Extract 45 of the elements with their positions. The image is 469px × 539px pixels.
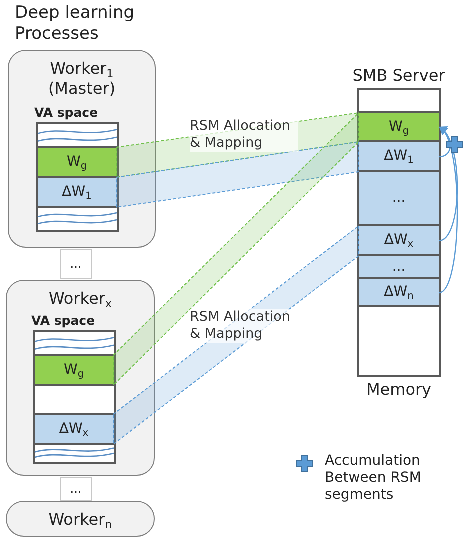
- worker-title: Worker$_{n}$: [48, 510, 114, 530]
- ellipsis-box: [60, 249, 92, 279]
- memory-segment: [359, 142, 439, 172]
- mapping-band: [113, 224, 360, 446]
- ellipsis: ...: [70, 482, 82, 496]
- accumulation-arrow: [438, 126, 458, 294]
- memory-segment: [359, 172, 439, 226]
- mapping-band: [116, 141, 360, 208]
- worker-title: Worker$_{x}$: [48, 289, 113, 309]
- memory-segment: [359, 256, 439, 279]
- worker-box: [6, 501, 155, 537]
- memory-segment: [359, 226, 439, 256]
- stack-label: VA space: [32, 312, 96, 328]
- diagram-title: Deep learning Processes: [15, 3, 136, 45]
- empty-segment: [34, 386, 114, 414]
- segment-label: W$_{g}$: [388, 118, 410, 134]
- segment-label: ΔW$_{n}$: [384, 284, 414, 300]
- segment-label: ...: [392, 190, 406, 206]
- ellipsis-box: [60, 477, 92, 501]
- worker-box: [6, 280, 155, 476]
- legend-text: Accumulation Between RSM segments: [325, 453, 422, 504]
- worker-box: [8, 50, 156, 248]
- segment-label: ΔW$_{1}$: [62, 184, 92, 200]
- segment-label: ...: [392, 258, 406, 274]
- memory-segment: [38, 178, 116, 208]
- segment-label: W$_{g}$: [66, 154, 88, 170]
- segment-label: ΔW$_{x}$: [59, 420, 89, 436]
- segment-label: ΔW$_{x}$: [384, 232, 414, 248]
- segment-label: ΔW$_{1}$: [384, 148, 414, 164]
- segment-label: W$_{g}$: [64, 362, 84, 378]
- memory-segment: [359, 113, 439, 142]
- memory-segment: [38, 148, 116, 178]
- stack-label: VA space: [34, 104, 98, 120]
- worker-title: Worker$_{1}$ (Master): [47, 59, 117, 99]
- memory-segment: [34, 356, 114, 386]
- edge-label: RSM Allocation & Mapping: [190, 118, 298, 152]
- wavy-segment: [34, 444, 114, 462]
- ellipsis: ...: [70, 257, 82, 271]
- server-title: SMB Server: [352, 66, 446, 86]
- memory-segment: [34, 414, 114, 444]
- mapping-band: [113, 112, 360, 387]
- accumulation-arrow: [438, 126, 451, 158]
- memory-label: Memory: [365, 380, 433, 400]
- mapping-band: [116, 112, 360, 178]
- memory-segment: [359, 279, 439, 307]
